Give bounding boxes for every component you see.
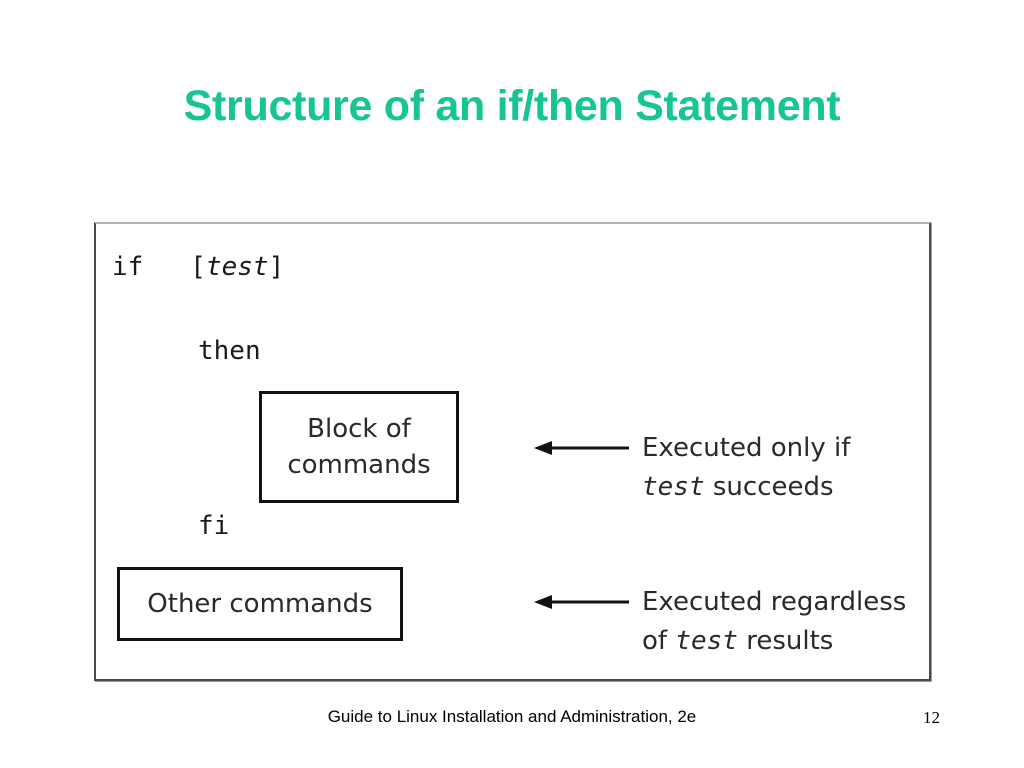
note-executed-regardless: Executed regardless of test results xyxy=(642,583,906,661)
block-box-line1: Block of xyxy=(307,414,411,444)
note1-line2: test succeeds xyxy=(642,468,850,507)
note2-line1: Executed regardless xyxy=(642,587,907,617)
slide-footer: Guide to Linux Installation and Administ… xyxy=(327,707,697,726)
page-number: 12 xyxy=(923,708,940,727)
note1-line2-rest: succeeds xyxy=(704,472,834,502)
if-keyword: if xyxy=(112,252,144,282)
then-keyword: then xyxy=(198,336,261,366)
note1-test-code: test xyxy=(642,472,705,502)
note-executed-only-if: Executed only if test succeeds xyxy=(642,429,850,507)
block-of-commands-box: Block of commands xyxy=(259,391,459,503)
left-arrow-icon xyxy=(534,441,629,455)
fi-keyword: fi xyxy=(198,511,230,541)
slide-title: Structure of an if/then Statement xyxy=(183,82,841,130)
note2-line2-rest: results xyxy=(737,626,834,656)
if-line: if [test] xyxy=(112,252,284,282)
block-box-line2: commands xyxy=(287,450,431,480)
other-commands-box: Other commands xyxy=(117,567,403,641)
if-spacer xyxy=(143,252,190,282)
note2-test-code: test xyxy=(675,626,738,656)
test-placeholder: test xyxy=(205,252,269,282)
close-bracket: ] xyxy=(268,252,285,282)
diagram-frame: if [test] then Block of commands fi Othe… xyxy=(94,222,931,681)
left-arrow-icon xyxy=(534,595,629,609)
note2-line2-prefix: of xyxy=(642,626,676,656)
note1-line1: Executed only if xyxy=(642,433,851,463)
open-bracket: [ xyxy=(190,252,206,282)
note2-line2: of test results xyxy=(642,622,906,661)
other-box-label: Other commands xyxy=(147,589,373,619)
